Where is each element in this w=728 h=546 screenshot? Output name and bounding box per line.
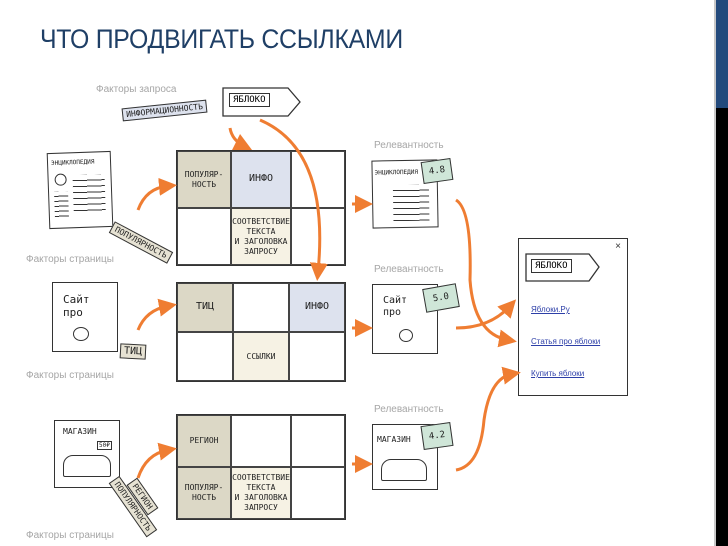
query-flag: ЯБЛОКО (222, 87, 301, 117)
search-result-link[interactable]: Статья про яблоки (531, 337, 601, 346)
page-factors-label: Факторы страницы (26, 370, 114, 381)
side-divider (714, 0, 716, 546)
query-text: ЯБЛОКО (229, 93, 270, 107)
arrow-query-to-puzzle1 (228, 127, 253, 151)
apple-icon (73, 327, 89, 341)
page-card-title: МАГАЗИН (63, 427, 97, 436)
search-results-window: × ЯБЛОКО Яблоки.Ру Статья про яблоки Куп… (518, 238, 628, 396)
arrow-page2-to-puzzle (136, 298, 177, 331)
page-card-shop: МАГАЗИН 50₽ (54, 420, 120, 488)
slide-title: ЧТО ПРОДВИГАТЬ ССЫЛКАМИ (40, 24, 403, 54)
arrow-result3-to-serp (455, 366, 521, 472)
puzzle-piece: ТИЦ (177, 283, 233, 332)
arrow-result1-to-serp (455, 198, 517, 348)
page-factors-label: Факторы страницы (26, 254, 114, 265)
close-icon[interactable]: × (615, 241, 621, 252)
search-result-link[interactable]: Купить яблоки (531, 369, 585, 378)
price-tag: 50₽ (97, 441, 112, 450)
search-query-flag: ЯБЛОКО (525, 253, 600, 282)
search-result-link[interactable]: Яблоки.Ру (531, 305, 570, 314)
arrow-query-to-puzzle2 (259, 118, 328, 281)
result-card-shop: МАГАЗИН (372, 424, 438, 490)
puzzle-piece (233, 283, 289, 332)
result-card-site: Сайт про (372, 284, 438, 354)
side-bar (716, 108, 728, 546)
page-factors-label: Факторы страницы (26, 530, 114, 541)
relevance-label: Релевантность (374, 140, 444, 151)
fruit-basket-icon (63, 455, 111, 477)
ranking-puzzle-2: ТИЦ ИНФО ССЫЛКИ (176, 282, 346, 382)
result-card-title: Сайт про (383, 295, 408, 318)
puzzle-piece: ИНФО (231, 151, 291, 208)
arrow-result2-to-serp (455, 299, 517, 330)
query-factors-label: Факторы запроса (96, 84, 177, 95)
arrow-page3-to-puzzle (136, 442, 177, 479)
puzzle-piece: ИНФО (289, 283, 345, 332)
puzzle-piece: ПОПУЛЯР- НОСТЬ (177, 467, 232, 519)
puzzle-piece: СООТВЕТСТВИЕ ТЕКСТА И ЗАГОЛОВКА ЗАПРОСУ (231, 467, 291, 519)
puzzle-piece (289, 332, 345, 381)
page-card-title: Сайт про (63, 293, 90, 320)
puzzle-piece (231, 415, 291, 467)
accent-bar (716, 0, 728, 108)
puzzle-piece: ПОПУЛЯР- НОСТЬ (177, 151, 232, 208)
search-input[interactable]: ЯБЛОКО (531, 259, 572, 273)
relevance-label: Релевантность (374, 404, 444, 415)
puzzle-piece: ССЫЛКИ (233, 332, 289, 381)
puzzle-piece (177, 332, 233, 381)
puzzle-piece: СООТВЕТСТВИЕ ТЕКСТА И ЗАГОЛОВКА ЗАПРОСУ (231, 208, 291, 265)
fruit-basket-icon (381, 459, 427, 481)
apple-icon (399, 329, 413, 342)
puzzle-piece (177, 208, 232, 265)
ranking-puzzle-3: РЕГИОН ПОПУЛЯР- НОСТЬ СООТВЕТСТВИЕ ТЕКСТ… (176, 414, 346, 520)
puzzle-piece (290, 467, 345, 519)
puzzle-piece (290, 415, 345, 467)
result-card-title: МАГАЗИН (377, 435, 411, 444)
puzzle-piece: РЕГИОН (177, 415, 232, 467)
arrow-page1-to-puzzle (136, 177, 177, 211)
relevance-label: Релевантность (374, 264, 444, 275)
page-card-site: Сайт про (52, 282, 118, 352)
